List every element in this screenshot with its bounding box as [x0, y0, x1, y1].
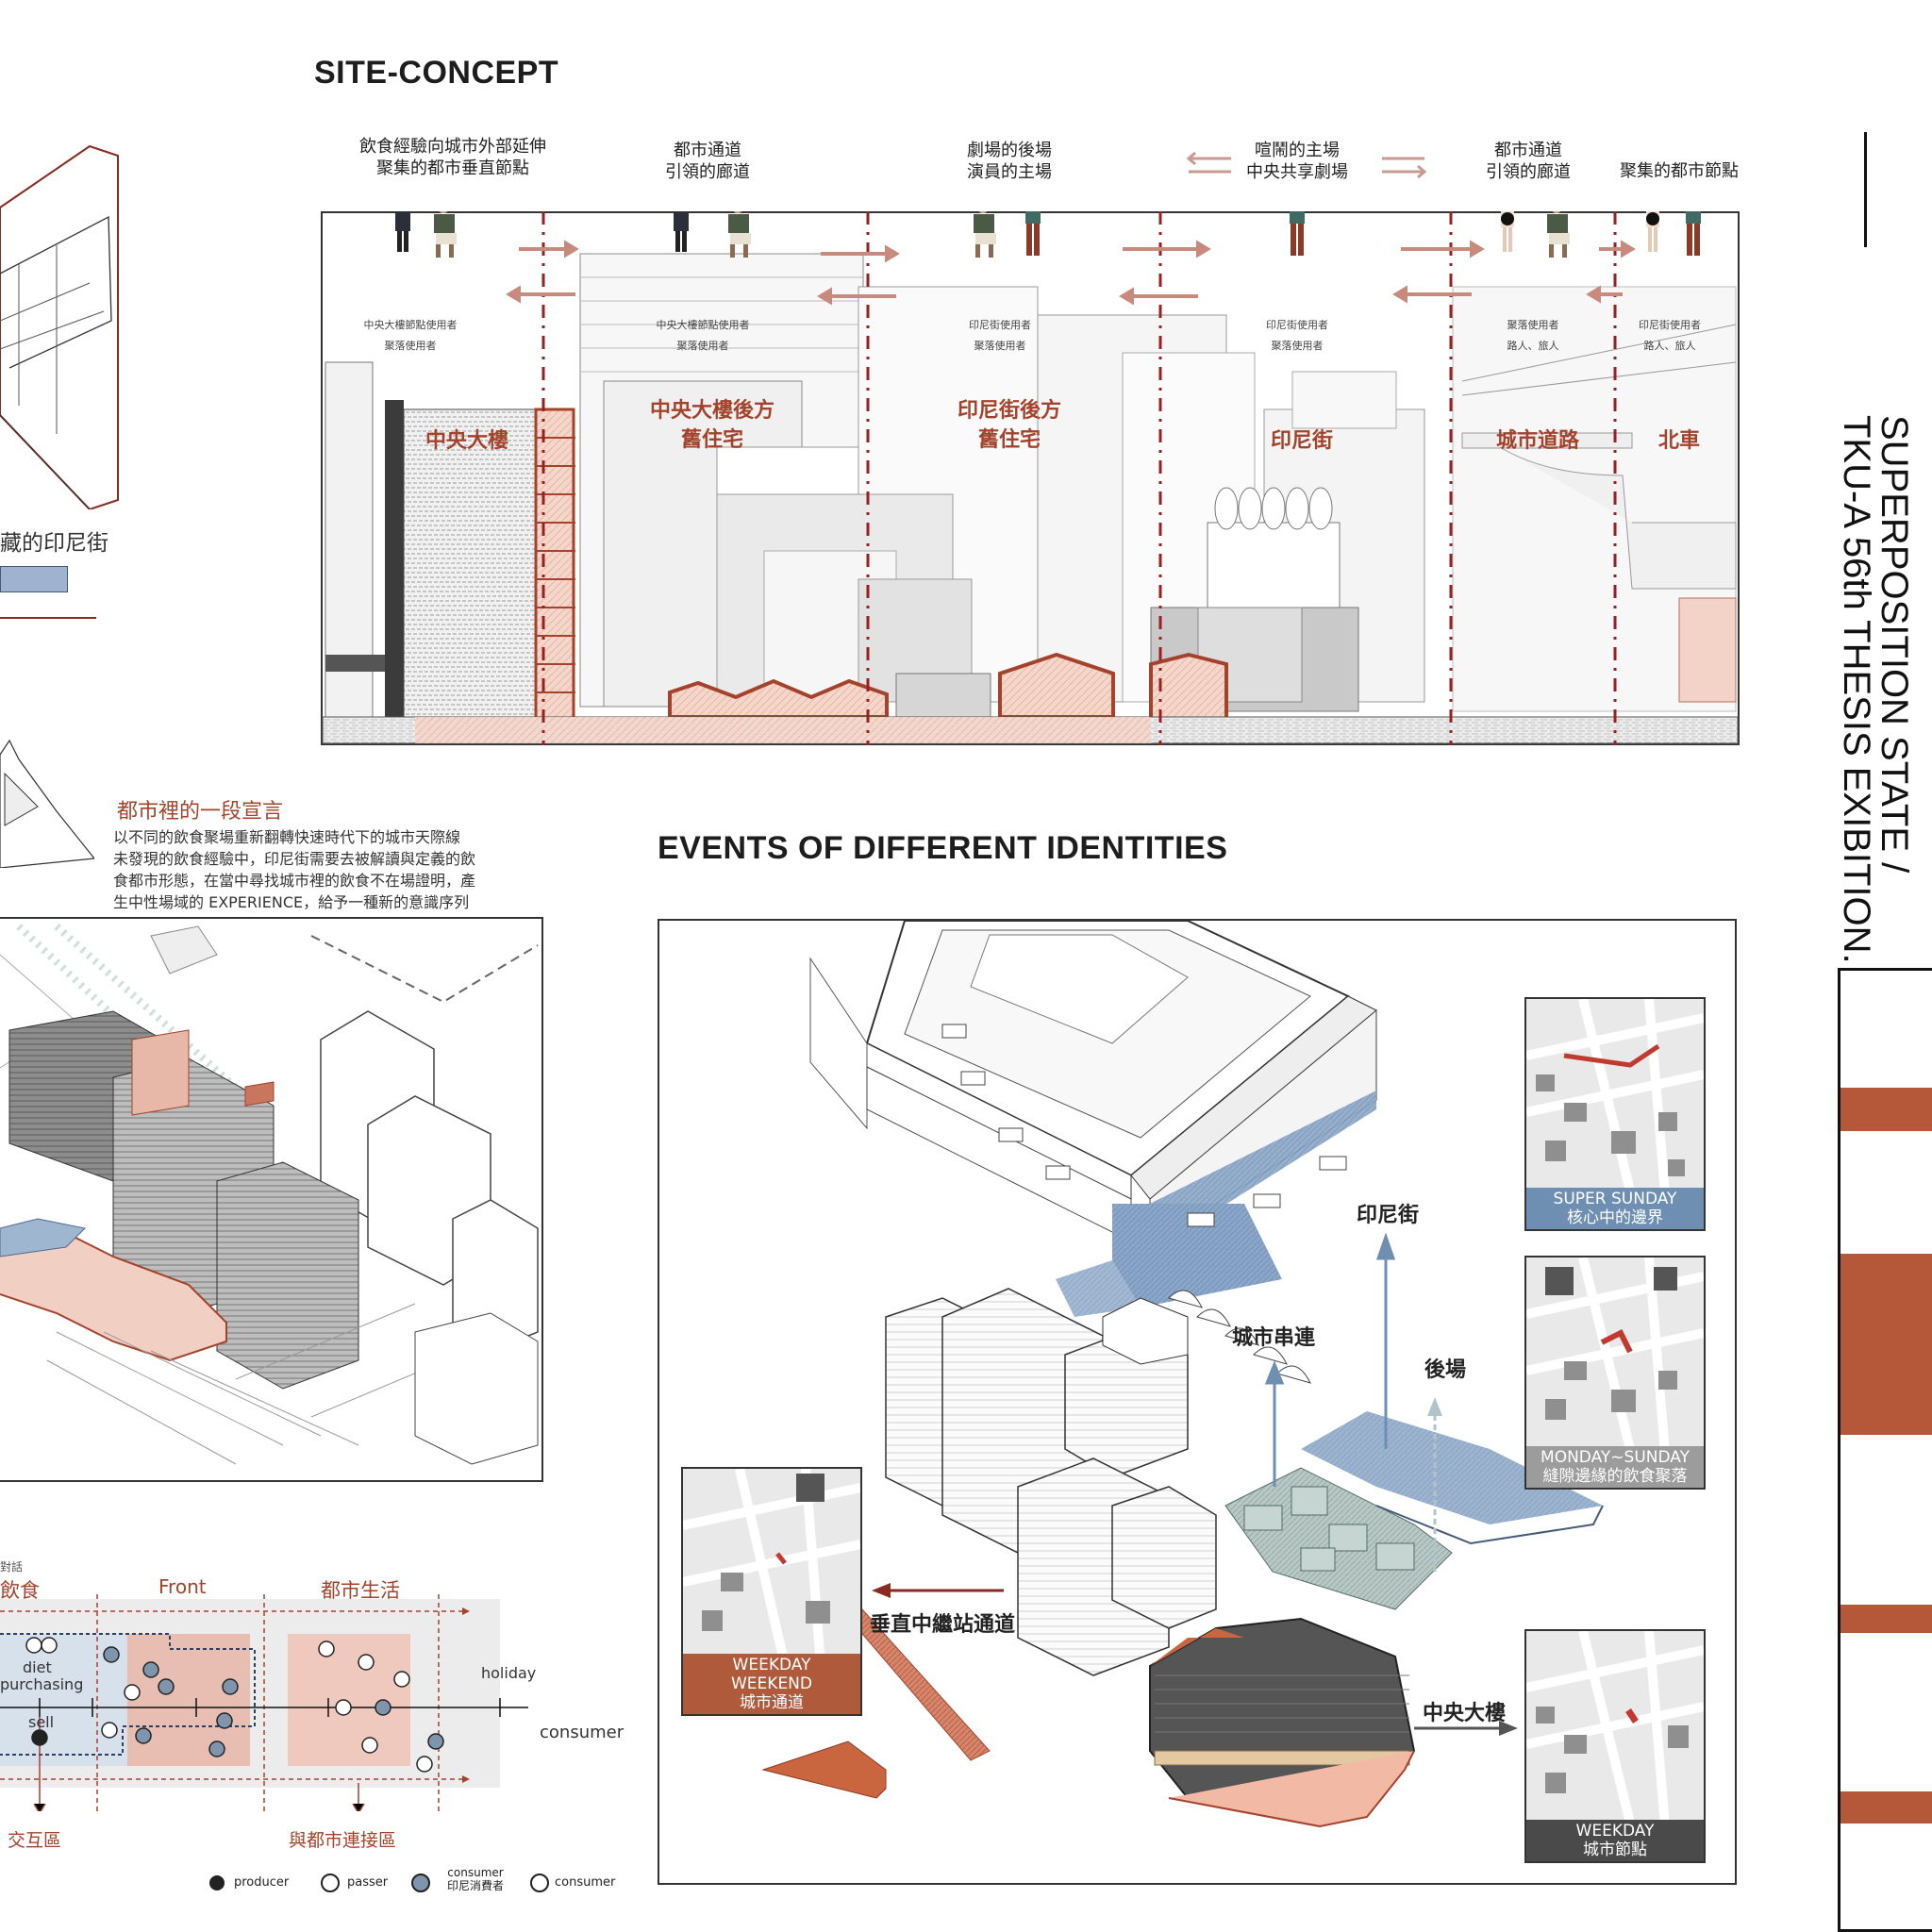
left-axonometric-fragment	[0, 144, 119, 509]
stripe-1	[1840, 1088, 1932, 1131]
user-label-5: 聚落使用者 路人、旅人	[1507, 319, 1559, 352]
zoning-header-diet: 飲食	[0, 1579, 40, 1602]
legend-dot-passer	[321, 1874, 340, 1892]
legend-label-producer: producer	[234, 1875, 290, 1890]
panel-weekday-weekend: WEEKDAY WEEKEND 城市通道	[681, 1467, 862, 1716]
panel-caption: SUPER SUNDAY 核心中的邊界	[1526, 1188, 1704, 1229]
zoning-header-urban-life: 都市生活	[321, 1579, 400, 1602]
zoning-top-small-label: 對話	[0, 1560, 24, 1574]
zone-label-indonesia-rear-housing: 印尼街後方 舊住宅	[957, 399, 1061, 452]
label-indonesia-street: 印尼街	[1357, 1204, 1420, 1227]
label-city-connection: 城市串連	[1232, 1326, 1316, 1350]
panel-caption: WEEKDAY 城市節點	[1526, 1820, 1704, 1861]
legend-dot-consumer	[530, 1874, 549, 1892]
zoning-header-front: Front	[158, 1575, 207, 1598]
caption-corridor-2: 都市通道 引領的廊道	[1486, 141, 1571, 182]
user-label-6: 印尼街使用者 路人、旅人	[1639, 319, 1701, 352]
left-fragment-rule	[0, 617, 96, 619]
left-fragment-label: 藏的印尼街	[0, 531, 108, 556]
legend-dot-producer	[209, 1875, 225, 1890]
caption-corridor-1: 都市通道 引領的廊道	[665, 141, 750, 182]
events-axonometric-drawing	[761, 921, 1604, 1828]
zoning-urban-connection-zone: 與都市連接區	[289, 1830, 397, 1851]
events-title: EVENTS OF DIFFERENT IDENTITIES	[658, 830, 1228, 866]
stripe-3	[1840, 1605, 1932, 1633]
panel-monday-sunday: MONDAY~SUNDAY 縫隙邊緣的飲食聚落	[1524, 1256, 1706, 1490]
side-stripe-panel	[1838, 968, 1932, 1932]
side-vertical-title: SUPERPOSITION STATE / TKU-A 56th THESIS …	[1836, 415, 1915, 964]
zoning-sell-label: sell	[28, 1713, 55, 1731]
label-central-building: 中央大樓	[1423, 1702, 1507, 1725]
side-rule	[1864, 132, 1867, 247]
left-axonometric-map	[0, 917, 543, 1482]
zone-label-city-road: 城市道路	[1495, 429, 1579, 453]
zoning-holiday-label: holiday	[481, 1664, 537, 1682]
zone-label-central-building: 中央大樓	[425, 429, 508, 453]
left-fragment-bar	[0, 566, 68, 592]
left-small-building-sketch	[0, 739, 94, 868]
double-arrow-icons	[1186, 151, 1427, 179]
site-section-drawing	[321, 211, 1740, 745]
legend-label-passer: passer	[347, 1875, 389, 1890]
user-label-2: 中央大樓節點使用者 聚落使用者	[656, 319, 750, 352]
zone-label-taipei-station: 北車	[1657, 429, 1700, 453]
panel-caption: WEEKDAY WEEKEND 城市通道	[683, 1654, 860, 1714]
caption-urban-node: 聚集的都市節點	[1620, 161, 1739, 181]
label-vertical-relay-passage: 垂直中繼站通道	[870, 1613, 1016, 1637]
zone-label-indonesia-street: 印尼街	[1270, 429, 1333, 453]
user-label-4: 印尼街使用者 聚落使用者	[1266, 319, 1328, 352]
user-label-1: 中央大樓節點使用者 聚落使用者	[363, 319, 458, 352]
caption-vertical-node: 飲食經驗向城市外部延伸 聚集的都市垂直節點	[359, 137, 546, 178]
zone-label-central-rear-housing: 中央大樓後方 舊住宅	[649, 399, 774, 452]
zoning-purchasing-label: purchasing	[0, 1675, 84, 1693]
stripe-4	[1840, 1791, 1932, 1824]
legend-label-consumer: consumer	[555, 1875, 616, 1890]
zoning-interaction-zone: 交互區	[8, 1830, 62, 1851]
caption-main-stage: 喧鬧的主場 中央共享劇場	[1246, 141, 1348, 182]
legend: producer passer consumer 印尼消費者 consumer	[209, 1866, 643, 1909]
panel-super-sunday: SUPER SUNDAY 核心中的邊界	[1524, 997, 1706, 1231]
label-backstage: 後場	[1424, 1358, 1467, 1382]
stripe-2	[1840, 1254, 1932, 1435]
panel-weekday: WEEKDAY 城市節點	[1524, 1629, 1706, 1863]
manifesto-body: 以不同的飲食聚場重新翻轉快速時代下的城市天際線 未發現的飲食經驗中，印尼街需要去…	[113, 828, 476, 911]
manifesto-title: 都市裡的一段宣言	[117, 800, 284, 824]
legend-dot-consumer-indonesian	[411, 1874, 430, 1892]
caption-backstage: 劇場的後場 演員的主場	[967, 141, 1052, 182]
zoning-diagram	[0, 1594, 528, 1811]
user-label-3: 印尼街使用者 聚落使用者	[969, 319, 1031, 352]
legend-label-consumer-indonesian: consumer 印尼消費者	[447, 1866, 505, 1892]
events-frame	[658, 919, 1737, 1885]
zoning-consumer-label: consumer	[540, 1723, 625, 1742]
site-concept-title: SITE-CONCEPT	[314, 55, 559, 91]
panel-caption: MONDAY~SUNDAY 縫隙邊緣的飲食聚落	[1526, 1446, 1704, 1488]
zoning-diet-label: diet	[23, 1658, 52, 1676]
